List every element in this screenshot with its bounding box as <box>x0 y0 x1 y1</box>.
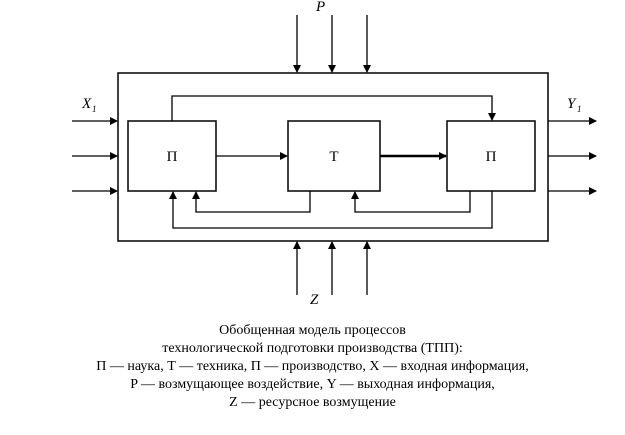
feedback-technology-to-science <box>192 191 311 213</box>
feedback-production-to-technology <box>351 191 471 213</box>
caption-line-5: Z — ресурсное возмущение <box>229 395 396 410</box>
feedback-production-to-science <box>169 191 493 229</box>
caption-line-3: П — наука, Т — техника, П — производство… <box>96 359 529 374</box>
input-label-subscript: 1 <box>92 104 97 114</box>
arrow-science-to-production-bypass <box>171 95 496 121</box>
caption-line-2: технологической подготовки производства … <box>162 341 463 356</box>
disturbance-label: P <box>315 0 325 15</box>
production-block <box>446 120 536 192</box>
caption-line-4: P — возмущающее воздействие, Y — выходна… <box>130 377 495 392</box>
resource-label: Z <box>310 292 319 308</box>
input-label: X <box>81 96 92 112</box>
science-block-label: П <box>167 149 178 165</box>
output-label: Y <box>567 96 577 112</box>
figure-caption: Обобщенная модель процессов технологичес… <box>0 322 625 412</box>
output-label-subscript: 1 <box>577 104 582 114</box>
caption-line-1: Обобщенная модель процессов <box>219 323 406 338</box>
process-model-diagram: П Т П X 1 Y 1 P Z <box>72 0 597 308</box>
production-block-label: П <box>486 149 497 165</box>
technology-block-label: Т <box>329 149 338 165</box>
